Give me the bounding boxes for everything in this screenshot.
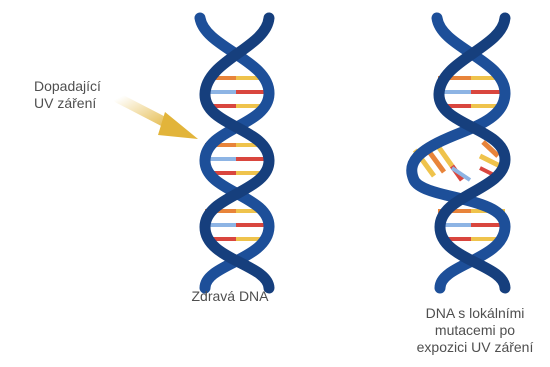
mutated-dna-caption: DNA s lokálními mutacemi po expozici UV …: [400, 305, 550, 356]
incoming-uv-label: Dopadající UV záření: [34, 78, 124, 112]
healthy-dna-helix: [200, 18, 269, 288]
mutated-dna-helix: [412, 18, 505, 288]
uv-radiation-arrow: [118, 98, 198, 139]
healthy-dna-caption: Zdravá DNA: [170, 288, 290, 305]
